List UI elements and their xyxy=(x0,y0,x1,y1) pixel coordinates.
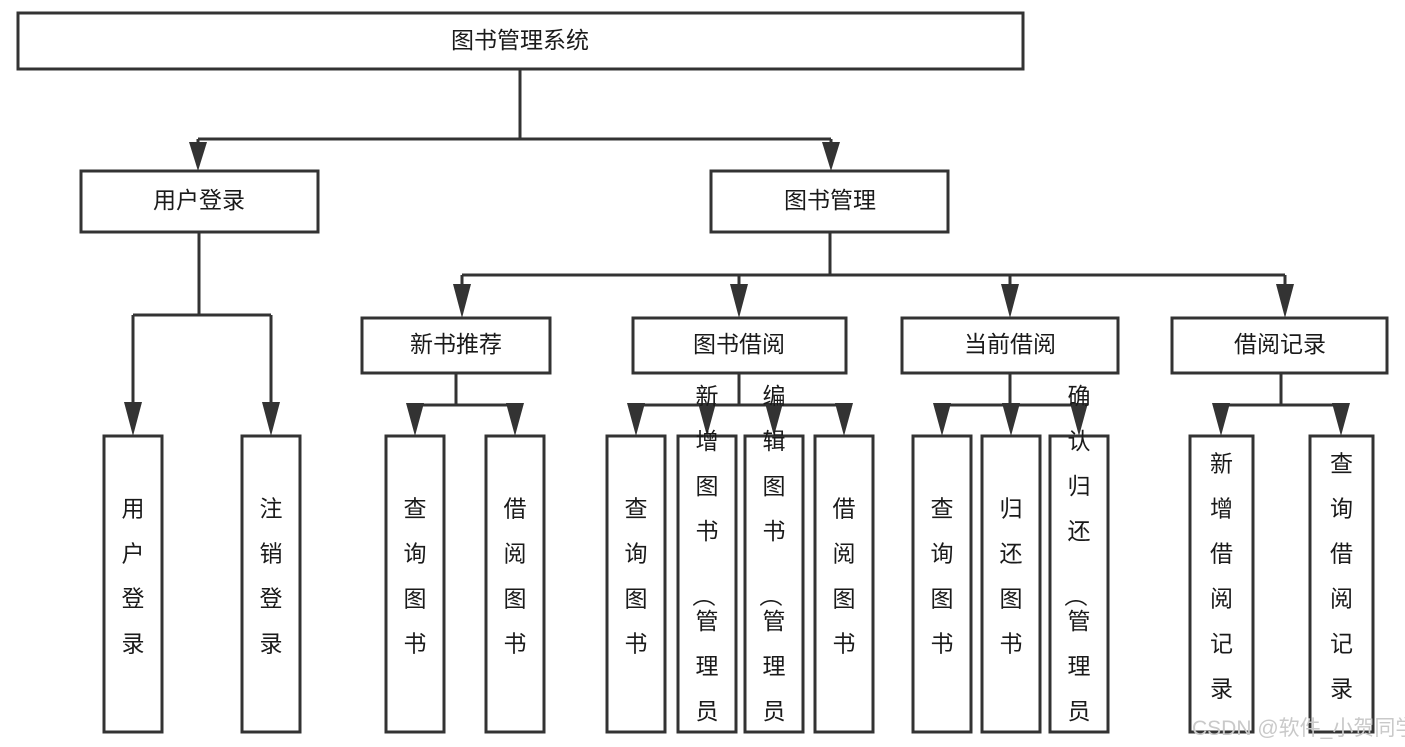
connector-group-current-borrow-to-leaves xyxy=(933,373,1088,436)
node-book-borrow-box[interactable] xyxy=(631,316,848,375)
leaf-node-label: 借阅图书 xyxy=(833,496,856,657)
node-current-borrow[interactable]: 当前借阅 xyxy=(900,316,1120,375)
leaf-node-label: 新增借阅记录 xyxy=(1210,451,1233,702)
leaf-node-label: 注销登录 xyxy=(260,496,283,657)
node-book-management-label: 图书管理 xyxy=(784,187,876,213)
leaf-node[interactable]: 借阅图书 xyxy=(813,434,875,734)
node-root-label: 图书管理系统 xyxy=(451,27,589,53)
node-new-book-recommend-label: 新书推荐 xyxy=(410,331,502,357)
arrowhead-leaf-query-book-current xyxy=(933,403,951,436)
watermark-text: CSDN @软件_小贺同学 xyxy=(1192,717,1405,740)
leaf-node[interactable]: 归还图书 xyxy=(980,434,1042,734)
node-root-box[interactable] xyxy=(16,11,1025,71)
connector-group-book-management-to-level3 xyxy=(453,232,1294,318)
arrowhead-leaf-add-borrow-record xyxy=(1212,403,1230,436)
node-book-management-box[interactable] xyxy=(709,169,950,234)
leaf-node-label: 用户登录 xyxy=(122,496,145,657)
connector-group-root-to-level2 xyxy=(189,69,840,171)
arrowhead-leaf-confirm-return-admin xyxy=(1070,403,1088,436)
leaf-node[interactable]: 查询图书 xyxy=(605,434,667,734)
node-current-borrow-label: 当前借阅 xyxy=(964,331,1056,357)
node-borrow-record-label: 借阅记录 xyxy=(1234,331,1326,357)
leaf-node[interactable]: 查询图书 xyxy=(911,434,973,734)
leaf-node-label: 编辑图书（管理员） xyxy=(758,383,786,747)
arrowhead-leaf-edit-book-admin xyxy=(765,403,783,436)
arrowhead-to-book-borrow xyxy=(730,284,748,318)
leaf-node-box[interactable] xyxy=(384,434,446,734)
leaf-node-box[interactable] xyxy=(1188,434,1255,734)
leaf-node[interactable]: 新增图书（管理员） xyxy=(676,383,738,747)
arrowhead-to-user-login xyxy=(189,142,207,171)
leaf-node-box[interactable] xyxy=(1048,434,1110,734)
leaf-node-box[interactable] xyxy=(102,434,164,734)
leaf-node-box[interactable] xyxy=(743,434,805,734)
leaf-node-label: 查询借阅记录 xyxy=(1330,451,1353,702)
leaf-node[interactable]: 借阅图书 xyxy=(484,434,546,734)
arrowhead-leaf-logout-login xyxy=(262,402,280,436)
node-new-book-recommend-box[interactable] xyxy=(360,316,552,375)
leaf-node-box[interactable] xyxy=(676,434,738,734)
leaf-node-layer: 用户登录 注销登录 查询图书 借阅图书 查询图书 新增图书（管理员） 编辑图书（管理员） 借阅… xyxy=(102,383,1375,747)
leaf-node-label: 确认归还（管理员） xyxy=(1063,383,1091,747)
leaf-node[interactable]: 查询借阅记录 xyxy=(1308,434,1375,734)
leaf-node[interactable]: 编辑图书（管理员） xyxy=(743,383,805,747)
leaf-node-label: 归还图书 xyxy=(1000,496,1023,657)
arrowhead-leaf-query-book-borrow xyxy=(627,403,645,436)
leaf-node-box[interactable] xyxy=(980,434,1042,734)
node-current-borrow-box[interactable] xyxy=(900,316,1120,375)
leaf-node[interactable]: 新增借阅记录 xyxy=(1188,434,1255,734)
leaf-node-box[interactable] xyxy=(1308,434,1375,734)
leaf-node-box[interactable] xyxy=(484,434,546,734)
node-user-login-label: 用户登录 xyxy=(153,187,245,213)
node-root[interactable]: 图书管理系统 xyxy=(16,11,1025,71)
leaf-node[interactable]: 注销登录 xyxy=(240,434,302,734)
arrowhead-leaf-query-borrow-record xyxy=(1332,403,1350,436)
arrowhead-leaf-add-book-admin xyxy=(698,403,716,436)
node-borrow-record-box[interactable] xyxy=(1170,316,1389,375)
connector-group-borrow-record-to-leaves xyxy=(1212,373,1350,436)
arrowhead-leaf-user-login xyxy=(124,402,142,436)
node-book-management[interactable]: 图书管理 xyxy=(709,169,950,234)
leaf-node-label: 查询图书 xyxy=(404,496,427,657)
node-book-borrow-label: 图书借阅 xyxy=(693,331,785,357)
leaf-node[interactable]: 用户登录 xyxy=(102,434,164,734)
node-user-login-box[interactable] xyxy=(79,169,320,234)
arrowhead-leaf-query-book-recommend xyxy=(406,403,424,436)
leaf-node-box[interactable] xyxy=(240,434,302,734)
connector-group-new-book-recommend-to-leaves xyxy=(406,373,524,436)
node-borrow-record[interactable]: 借阅记录 xyxy=(1170,316,1389,375)
leaf-node-box[interactable] xyxy=(813,434,875,734)
leaf-node[interactable]: 确认归还（管理员） xyxy=(1048,383,1110,747)
leaf-node-label: 查询图书 xyxy=(625,496,648,657)
leaf-node[interactable]: 查询图书 xyxy=(384,434,446,734)
arrowhead-to-book-management xyxy=(822,142,840,171)
arrowhead-to-new-book-recommend xyxy=(453,284,471,318)
leaf-node-label: 新增图书（管理员） xyxy=(691,383,719,747)
leaf-node-label: 查询图书 xyxy=(931,496,954,657)
connector-group-book-borrow-to-leaves xyxy=(627,373,853,436)
arrowhead-leaf-borrow-book xyxy=(835,403,853,436)
leaf-node-label: 借阅图书 xyxy=(504,496,527,657)
arrowhead-to-current-borrow xyxy=(1001,284,1019,318)
connector-group-user-login-to-leaves xyxy=(124,232,280,436)
node-book-borrow[interactable]: 图书借阅 xyxy=(631,316,848,375)
arrowhead-leaf-borrow-book-recommend xyxy=(506,403,524,436)
node-user-login[interactable]: 用户登录 xyxy=(79,169,320,234)
leaf-node-box[interactable] xyxy=(605,434,667,734)
leaf-node-box[interactable] xyxy=(911,434,973,734)
arrowhead-leaf-return-book xyxy=(1002,403,1020,436)
arrowhead-to-borrow-record xyxy=(1276,284,1294,318)
node-new-book-recommend[interactable]: 新书推荐 xyxy=(360,316,552,375)
